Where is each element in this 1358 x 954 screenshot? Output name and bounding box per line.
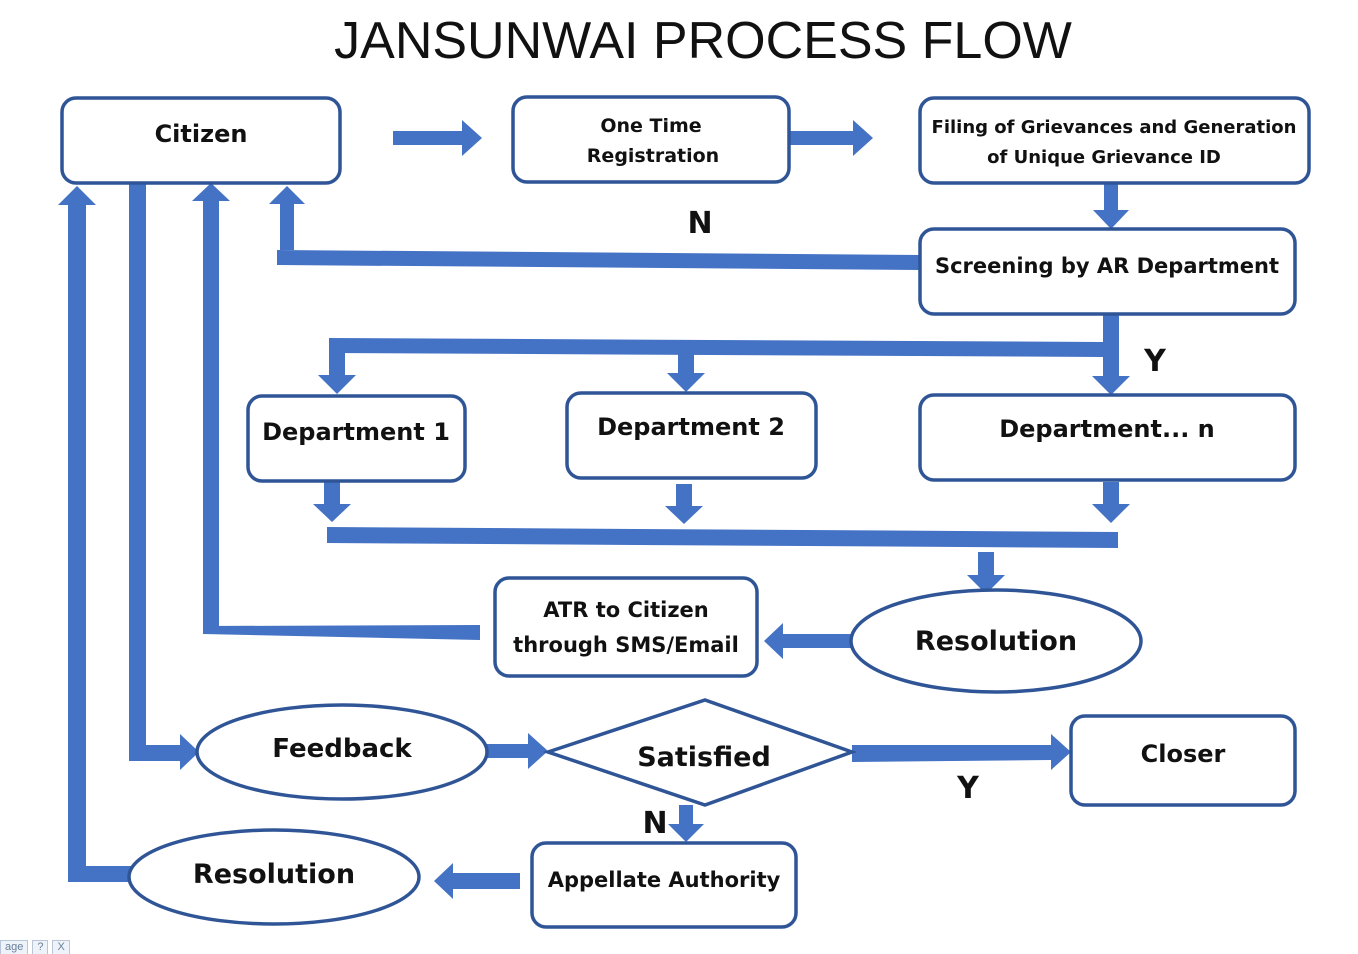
atr-label-line1: ATR to Citizen [543,598,708,622]
page-tab[interactable]: age [0,940,29,954]
arrow-satisfied-to-closer [852,734,1071,770]
department-2-label: Department 2 [597,413,785,441]
arrow-from-department-n [1092,482,1130,523]
satisfied-label: Satisfied [637,742,771,773]
filing-label-line1: Filing of Grievances and Generation [932,117,1297,138]
citizen-label: Citizen [155,120,248,148]
edge-label-satisfied-no: N [642,806,667,841]
edge-label-satisfied-yes: Y [956,771,980,806]
node-resolution-1: Resolution [849,588,1143,694]
resolution-1-label: Resolution [915,626,1077,657]
filing-label-line2: of Unique Grievance ID [987,147,1221,168]
arrow-atr-to-citizen [192,183,230,634]
diagram-title: JANSUNWAI PROCESS FLOW [334,12,1072,70]
registration-label-line2: Registration [587,145,719,167]
closer-label: Closer [1141,740,1226,768]
arrow-screening-reject-to-citizen [269,186,305,250]
bar-screening-down [1092,313,1130,395]
bar-atr-to-citizen [203,625,480,640]
arrow-to-resolution [967,552,1005,594]
resolution-2-label: Resolution [193,859,355,890]
edge-label-screening-yes: Y [1143,344,1167,379]
arrow-resolution-to-atr [764,623,852,659]
node-closer: Closer [1069,714,1297,807]
feedback-label: Feedback [272,734,412,764]
viewer-corner-tabs: age ? X [0,940,70,954]
node-satisfied-decision: Satisfied [542,698,858,807]
node-appellate: Appellate Authority [530,841,798,929]
node-department-2: Department 2 [565,391,818,480]
bar-department-distribution [329,338,1103,357]
node-citizen: Citizen [60,96,342,185]
node-resolution-2: Resolution [127,828,421,926]
node-department-1: Department 1 [246,394,467,483]
bar-citizen-to-feedback [129,183,199,770]
registration-label-line1: One Time [600,115,701,137]
node-feedback: Feedback [195,703,489,801]
screening-label: Screening by AR Department [935,254,1279,278]
node-registration: One Time Registration [511,95,791,184]
arrow-feedback-to-satisfied [486,733,548,769]
node-screening: Screening by AR Department [918,227,1297,316]
bar-resolution-to-citizen [58,186,131,882]
arrow-to-department-2 [667,340,705,392]
node-filing: Filing of Grievances and Generation of U… [918,96,1311,185]
arrow-from-department-1 [313,482,351,522]
atr-label-line2: through SMS/Email [513,633,739,657]
edge-label-screening-no: N [687,206,712,241]
arrow-to-department-1 [318,353,356,394]
arrow-from-department-2 [665,484,703,524]
node-department-n: Department... n [918,393,1297,482]
bar-screening-reject [277,250,920,270]
help-tab[interactable]: ? [32,940,49,954]
arrow-registration-to-filing [788,120,873,156]
node-atr: ATR to Citizen through SMS/Email [493,576,759,678]
department-n-label: Department... n [999,415,1215,443]
department-1-label: Department 1 [262,418,450,446]
appellate-label: Appellate Authority [548,868,781,892]
arrow-citizen-to-registration [393,120,482,156]
close-tab[interactable]: X [52,940,70,954]
connectors [58,120,1130,899]
bar-department-collection [327,527,1118,548]
arrow-satisfied-to-appellate [668,805,704,842]
arrow-appellate-to-resolution [434,863,520,899]
arrow-filing-to-screening [1093,182,1129,229]
